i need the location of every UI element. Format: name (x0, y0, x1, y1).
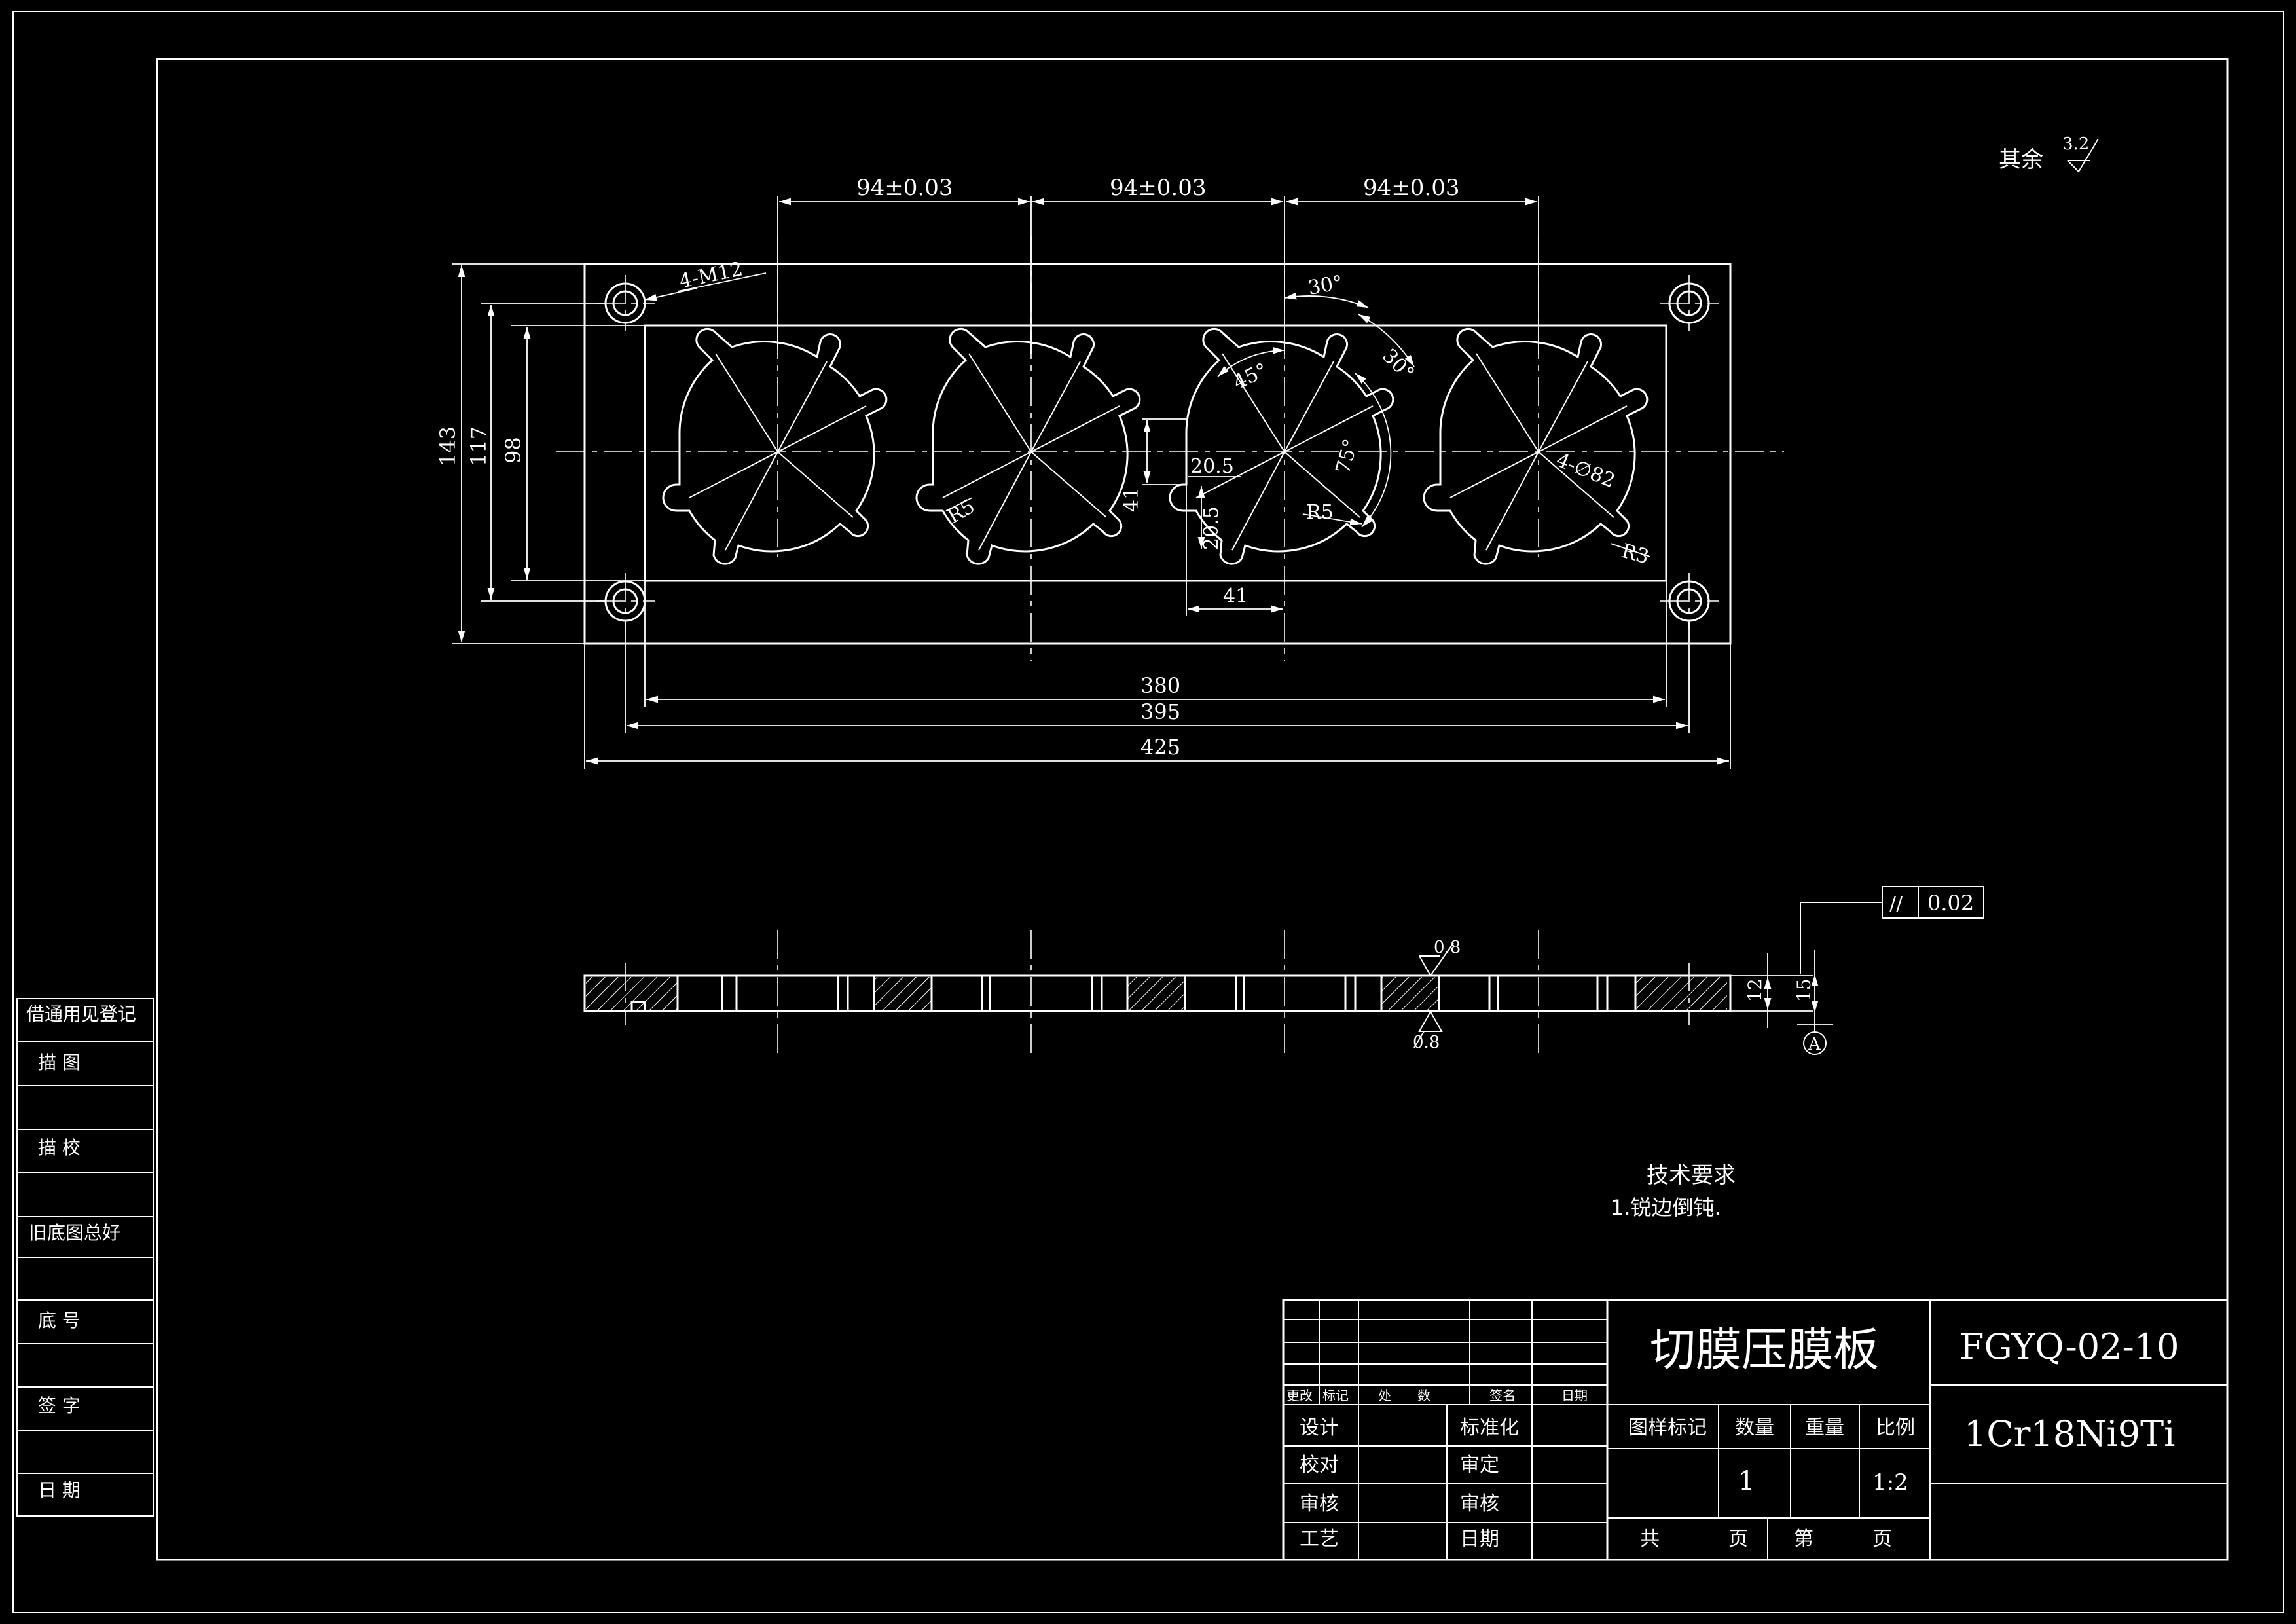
sheet-index: 第 (1794, 1528, 1813, 1551)
side-label-6: 签 字 (38, 1395, 81, 1416)
mount-hole-tr (1660, 275, 1719, 331)
side-registration-table: 借通用见登记 描 图 描 校 旧底图总好 底 号 签 字 日 期 (16, 998, 154, 1517)
tolerance-symbol: // (1889, 893, 1903, 915)
dim-holes: 4-M12 (677, 257, 744, 293)
row-process: 工艺 (1300, 1528, 1339, 1551)
section-outline (583, 974, 1732, 1012)
mount-hole-br (1660, 573, 1719, 629)
head-scale: 比例 (1876, 1416, 1915, 1439)
head-weight: 重量 (1805, 1416, 1844, 1439)
radius-r3: R3 (1619, 540, 1651, 569)
dim-117: 117 (466, 426, 491, 466)
rev-col-4: 数 (1417, 1388, 1430, 1403)
dim-395: 395 (1140, 699, 1180, 724)
rev-col-6: 日期 (1561, 1388, 1588, 1403)
dim-15: 15 (1793, 978, 1815, 1002)
tolerance-frame (1882, 886, 1984, 919)
plate-outline (583, 263, 1732, 645)
rev-col-1: 更改 (1286, 1388, 1313, 1403)
scale-value: 1:2 (1872, 1469, 1908, 1496)
side-label-1: 借通用见登记 (26, 1003, 136, 1025)
title-block: 更改 标记 处 数 签名 日期 设计 校对 审核 工艺 标准化 审定 审核 日期… (1282, 1299, 2229, 1561)
radius-r5-a: R5 (944, 495, 979, 528)
angle-45: 45° (1230, 359, 1271, 394)
inner-frame (156, 58, 2229, 1561)
dim-pitch-3: 94±0.03 (1363, 175, 1459, 201)
section-view: 0.8 0.8 12 15 A // 0.02 (583, 886, 1984, 1055)
dim-425: 425 (1140, 735, 1180, 760)
radius-r5-b: R5 (1306, 501, 1334, 524)
datum-label: A (1808, 1035, 1821, 1054)
datum-circle (1803, 1031, 1827, 1055)
row-review: 审核 (1300, 1492, 1339, 1515)
dim-pitch-1: 94±0.03 (856, 175, 953, 201)
surface-note: 其余 (1999, 147, 2043, 173)
row-check: 校对 (1300, 1454, 1339, 1477)
dim-pitch-2: 94±0.03 (1110, 175, 1206, 201)
roughness-symbol (2067, 138, 2099, 173)
rev-col-3: 处 (1378, 1388, 1391, 1403)
rev-col-5: 签名 (1489, 1388, 1516, 1403)
pocket-1 (662, 327, 888, 565)
dim-41-v: 41 (1120, 487, 1143, 512)
rough-top: 0.8 (1434, 938, 1461, 957)
row-audit: 审核 (1460, 1492, 1499, 1515)
plan-view: 94±0.03 94±0.03 94±0.03 4-M12 143 117 98… (435, 175, 1784, 769)
side-label-4: 旧底图总好 (29, 1222, 120, 1244)
dim-380: 380 (1140, 673, 1180, 698)
row-design: 设计 (1300, 1416, 1339, 1439)
side-label-7: 日 期 (38, 1479, 81, 1501)
pocket-4 (1423, 327, 1649, 565)
head-qty: 数量 (1735, 1416, 1774, 1439)
material: 1Cr18Ni9Ti (1964, 1413, 2175, 1454)
row-date: 日期 (1460, 1528, 1499, 1551)
dia-82: 4-∅82 (1553, 449, 1618, 492)
rev-col-2: 标记 (1322, 1388, 1349, 1403)
pocket-2 (915, 327, 1141, 565)
outer-frame (12, 11, 2284, 1613)
pocket-recess (644, 324, 1667, 582)
dim-98: 98 (501, 437, 526, 464)
dim-12: 12 (1744, 978, 1766, 1002)
angle-75: 75° (1332, 437, 1363, 476)
dim-20-5-b: 20.5 (1200, 506, 1223, 550)
surface-value: 3.2 (2062, 134, 2089, 154)
part-name: 切膜压膜板 (1650, 1323, 1879, 1376)
dim-41-h: 41 (1223, 585, 1248, 608)
dim-143: 143 (435, 426, 460, 466)
qty-value: 1 (1738, 1466, 1755, 1496)
tech-item-1: 1.锐边倒钝. (1611, 1195, 1721, 1220)
side-label-5: 底 号 (38, 1310, 81, 1331)
sheet-unit-1: 页 (1728, 1528, 1748, 1551)
drawing-code: FGYQ-02-10 (1959, 1326, 2179, 1367)
head-mark: 图样标记 (1628, 1416, 1707, 1439)
side-label-2: 描 图 (38, 1052, 81, 1073)
angle-30-b: 30° (1377, 344, 1418, 385)
sheet-unit-2: 页 (1872, 1528, 1892, 1551)
dim-20-5-a: 20.5 (1190, 455, 1234, 478)
tech-title: 技术要求 (1647, 1162, 1736, 1189)
side-label-3: 描 校 (38, 1137, 81, 1158)
sheet-total: 共 (1640, 1528, 1660, 1551)
tolerance-value: 0.02 (1927, 891, 1974, 915)
row-standard: 标准化 (1460, 1416, 1519, 1439)
row-approve: 审定 (1460, 1454, 1499, 1477)
angle-30-a: 30° (1306, 271, 1344, 300)
rough-bottom: 0.8 (1413, 1033, 1440, 1052)
